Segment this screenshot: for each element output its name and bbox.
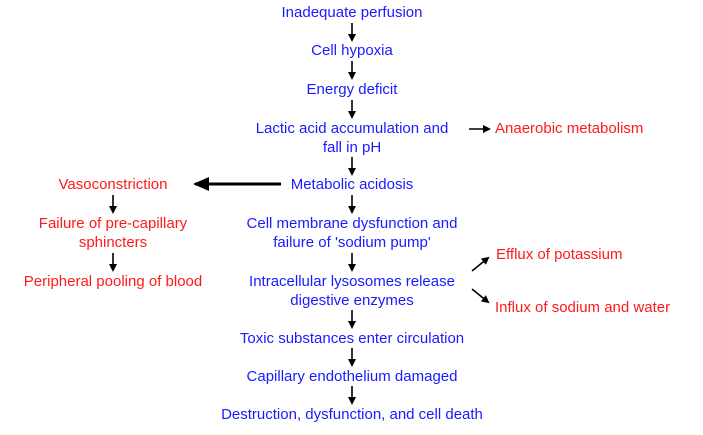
node-toxic-substances: Toxic substances enter circulation [239,330,465,347]
node-cell-death: Destruction, dysfunction, and cell death [221,406,483,423]
node-lactic-acid-line1: Lactic acid accumulation and [255,120,449,137]
arrow-to-influx [471,288,490,304]
node-metabolic-acidosis: Metabolic acidosis [290,176,414,193]
node-efflux-potassium: Efflux of potassium [496,246,623,263]
node-energy-deficit: Energy deficit [306,81,398,98]
node-cell-membrane: Cell membrane dysfunction and failure of… [217,214,487,252]
node-cell-hypoxia: Cell hypoxia [311,42,393,59]
arrow-to-efflux [471,256,490,272]
node-peripheral-pooling: Peripheral pooling of blood [23,273,203,290]
node-lysosomes-line2: digestive enzymes [290,292,414,309]
node-lysosomes-line1: Intracellular lysosomes release [249,273,455,290]
node-capillary-endothelium: Capillary endothelium damaged [246,368,458,385]
node-lactic-acid: Lactic acid accumulation and fall in pH [227,119,477,157]
node-influx-sodium: Influx of sodium and water [495,299,671,316]
node-failure-precapillary-line2: sphincters [78,234,148,251]
node-vasoconstriction: Vasoconstriction [58,176,168,193]
node-failure-precapillary: Failure of pre-capillary sphincters [13,214,213,252]
node-failure-precapillary-line1: Failure of pre-capillary [38,215,188,232]
node-lysosomes: Intracellular lysosomes release digestiv… [217,272,487,310]
node-lactic-acid-line2: fall in pH [322,139,382,156]
node-anaerobic-metabolism: Anaerobic metabolism [495,120,644,137]
node-cell-membrane-line1: Cell membrane dysfunction and [246,215,458,232]
node-inadequate-perfusion: Inadequate perfusion [281,4,423,21]
node-cell-membrane-line2: failure of 'sodium pump' [273,234,431,251]
